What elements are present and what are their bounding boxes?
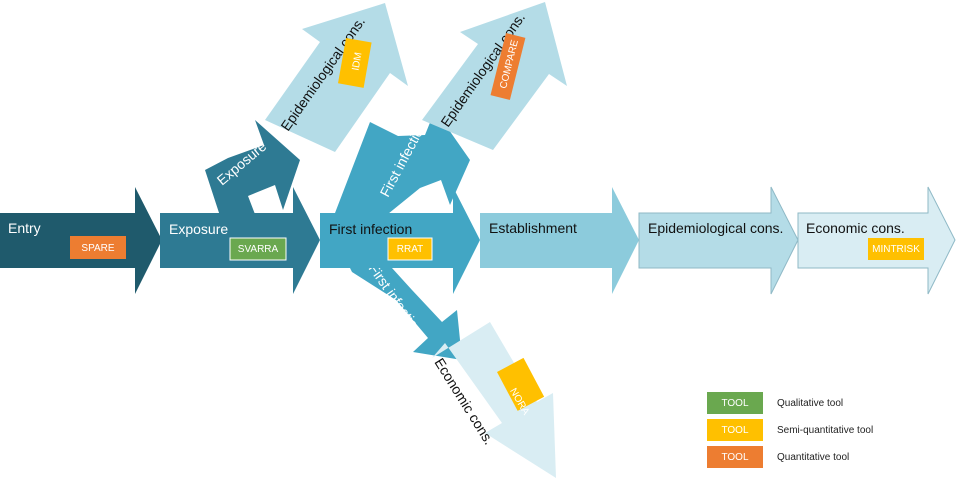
tool-badge-rrat-label: RRAT	[397, 244, 423, 255]
tool-badge-idm-label: IDM	[351, 52, 365, 72]
stage-epidemiological: Epidemiological cons.	[638, 186, 799, 295]
tool-badge-mintrisk-label: MINTRISK	[872, 244, 920, 255]
stage-establishment-label: Establishment	[489, 220, 577, 236]
stage-epidemiological-arrow	[638, 186, 799, 295]
legend: TOOL Qualitative tool TOOL Semi-quantita…	[707, 392, 873, 468]
branch-epi-from-exposure-arrow	[265, 3, 408, 152]
branch-exposure-up: Exposure	[205, 120, 300, 222]
stage-establishment-arrow	[480, 187, 639, 294]
branch-epi-from-infection: Epidemiological cons. COMPARE	[422, 2, 567, 150]
tool-badge-spare-label: SPARE	[81, 243, 114, 254]
tool-badge-nora	[497, 357, 545, 411]
tool-badge-svarra-label: SVARRA	[238, 244, 279, 255]
legend-swatch-semi	[707, 419, 763, 441]
legend-swatch-semi-text: TOOL	[721, 425, 748, 436]
legend-label-quantitative: Quantitative tool	[777, 452, 849, 463]
stage-entry-label: Entry	[8, 220, 41, 236]
stage-exposure: Exposure SVARRA	[160, 187, 320, 294]
legend-swatch-quantitative-text: TOOL	[721, 452, 748, 463]
branch-epi-from-exposure: Epidemiological cons. IDM	[265, 3, 408, 152]
stage-economic: Economic cons. MINTRISK	[797, 186, 956, 295]
stage-first-infection-label: First infection	[329, 221, 412, 237]
stage-economic-label: Economic cons.	[806, 220, 905, 236]
stage-establishment: Establishment	[480, 187, 639, 294]
tool-badge-spare	[70, 236, 126, 259]
stage-epidemiological-label: Epidemiological cons.	[648, 220, 783, 236]
tool-badge-svarra	[229, 237, 287, 261]
legend-label-qualitative: Qualitative tool	[777, 398, 843, 409]
legend-swatch-quantitative	[707, 446, 763, 468]
branch-econ-from-infection-arrow	[432, 322, 556, 478]
stage-exposure-label: Exposure	[169, 221, 228, 237]
branch-infection-up-arrow	[335, 110, 470, 222]
legend-swatch-qualitative	[707, 392, 763, 414]
tool-badge-rrat	[387, 237, 433, 261]
legend-swatch-qualitative-text: TOOL	[721, 398, 748, 409]
tool-badge-idm	[338, 38, 372, 88]
stage-first-infection: First infection RRAT	[320, 187, 480, 294]
branch-infection-down-arrow	[350, 268, 462, 360]
branch-epi-from-infection-arrow	[422, 2, 567, 150]
legend-label-semi: Semi-quantitative tool	[777, 425, 873, 436]
tool-badge-compare	[490, 33, 526, 100]
stage-entry: Entry SPARE	[0, 187, 162, 294]
tool-badge-mintrisk	[868, 238, 924, 260]
branch-exposure-up-arrow	[205, 120, 300, 222]
